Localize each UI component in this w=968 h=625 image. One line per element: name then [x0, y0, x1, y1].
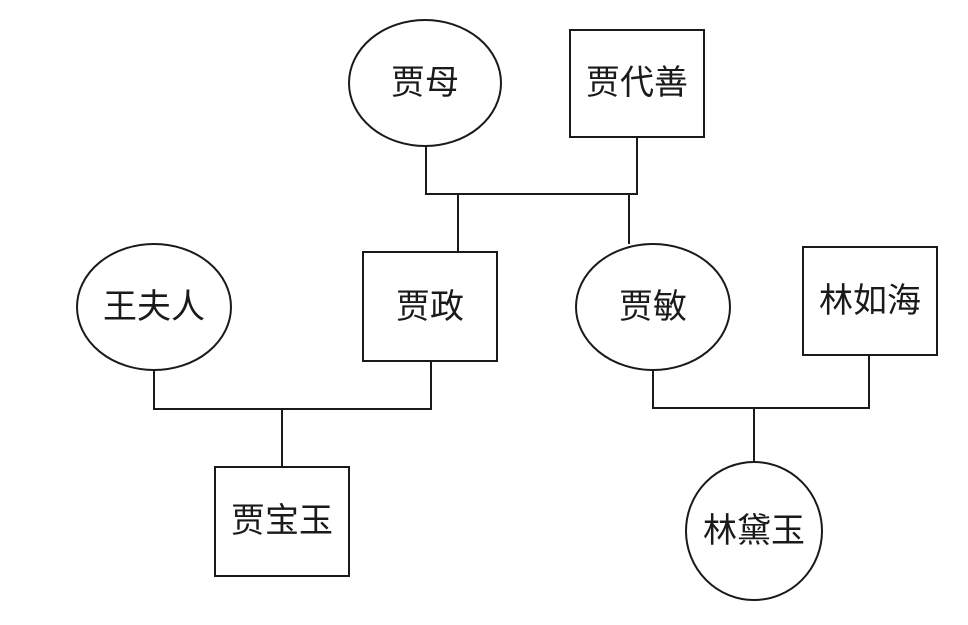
node-jia-mu: 贾母 [348, 19, 502, 147]
node-label-jia-min: 贾敏 [619, 287, 687, 327]
node-lin-daiyu: 林黛玉 [685, 461, 823, 601]
node-jia-baoyu: 贾宝玉 [214, 466, 350, 577]
node-label-lin-daiyu: 林黛玉 [703, 511, 805, 551]
node-jia-min: 贾敏 [575, 243, 731, 371]
node-label-jia-baoyu: 贾宝玉 [231, 501, 333, 541]
male-node-box [802, 246, 938, 356]
node-label-jia-zheng: 贾政 [396, 287, 464, 327]
node-label-jia-daishan: 贾代善 [586, 63, 688, 103]
male-node-box [214, 466, 350, 577]
female-node-ellipse [685, 461, 823, 601]
male-node-box [362, 251, 498, 362]
male-node-box [569, 29, 705, 138]
node-label-jia-mu: 贾母 [391, 63, 459, 103]
connector-jia-min-lin-ruhai [652, 355, 870, 409]
node-jia-daishan: 贾代善 [569, 29, 705, 138]
female-node-ellipse [348, 19, 502, 147]
union-wang-furen-jia-zheng [153, 361, 432, 467]
union-jia-min-lin-ruhai [652, 355, 870, 462]
union-jia-mu-jia-daishan [425, 137, 638, 252]
node-jia-zheng: 贾政 [362, 251, 498, 362]
connector-jia-mu-jia-daishan [425, 137, 638, 195]
node-label-lin-ruhai: 林如海 [819, 281, 921, 321]
connector-wang-furen-jia-zheng [153, 361, 432, 410]
node-label-wang-furen: 王夫人 [103, 287, 205, 327]
female-node-ellipse [76, 243, 232, 371]
node-lin-ruhai: 林如海 [802, 246, 938, 356]
node-wang-furen: 王夫人 [76, 243, 232, 371]
female-node-ellipse [575, 243, 731, 371]
